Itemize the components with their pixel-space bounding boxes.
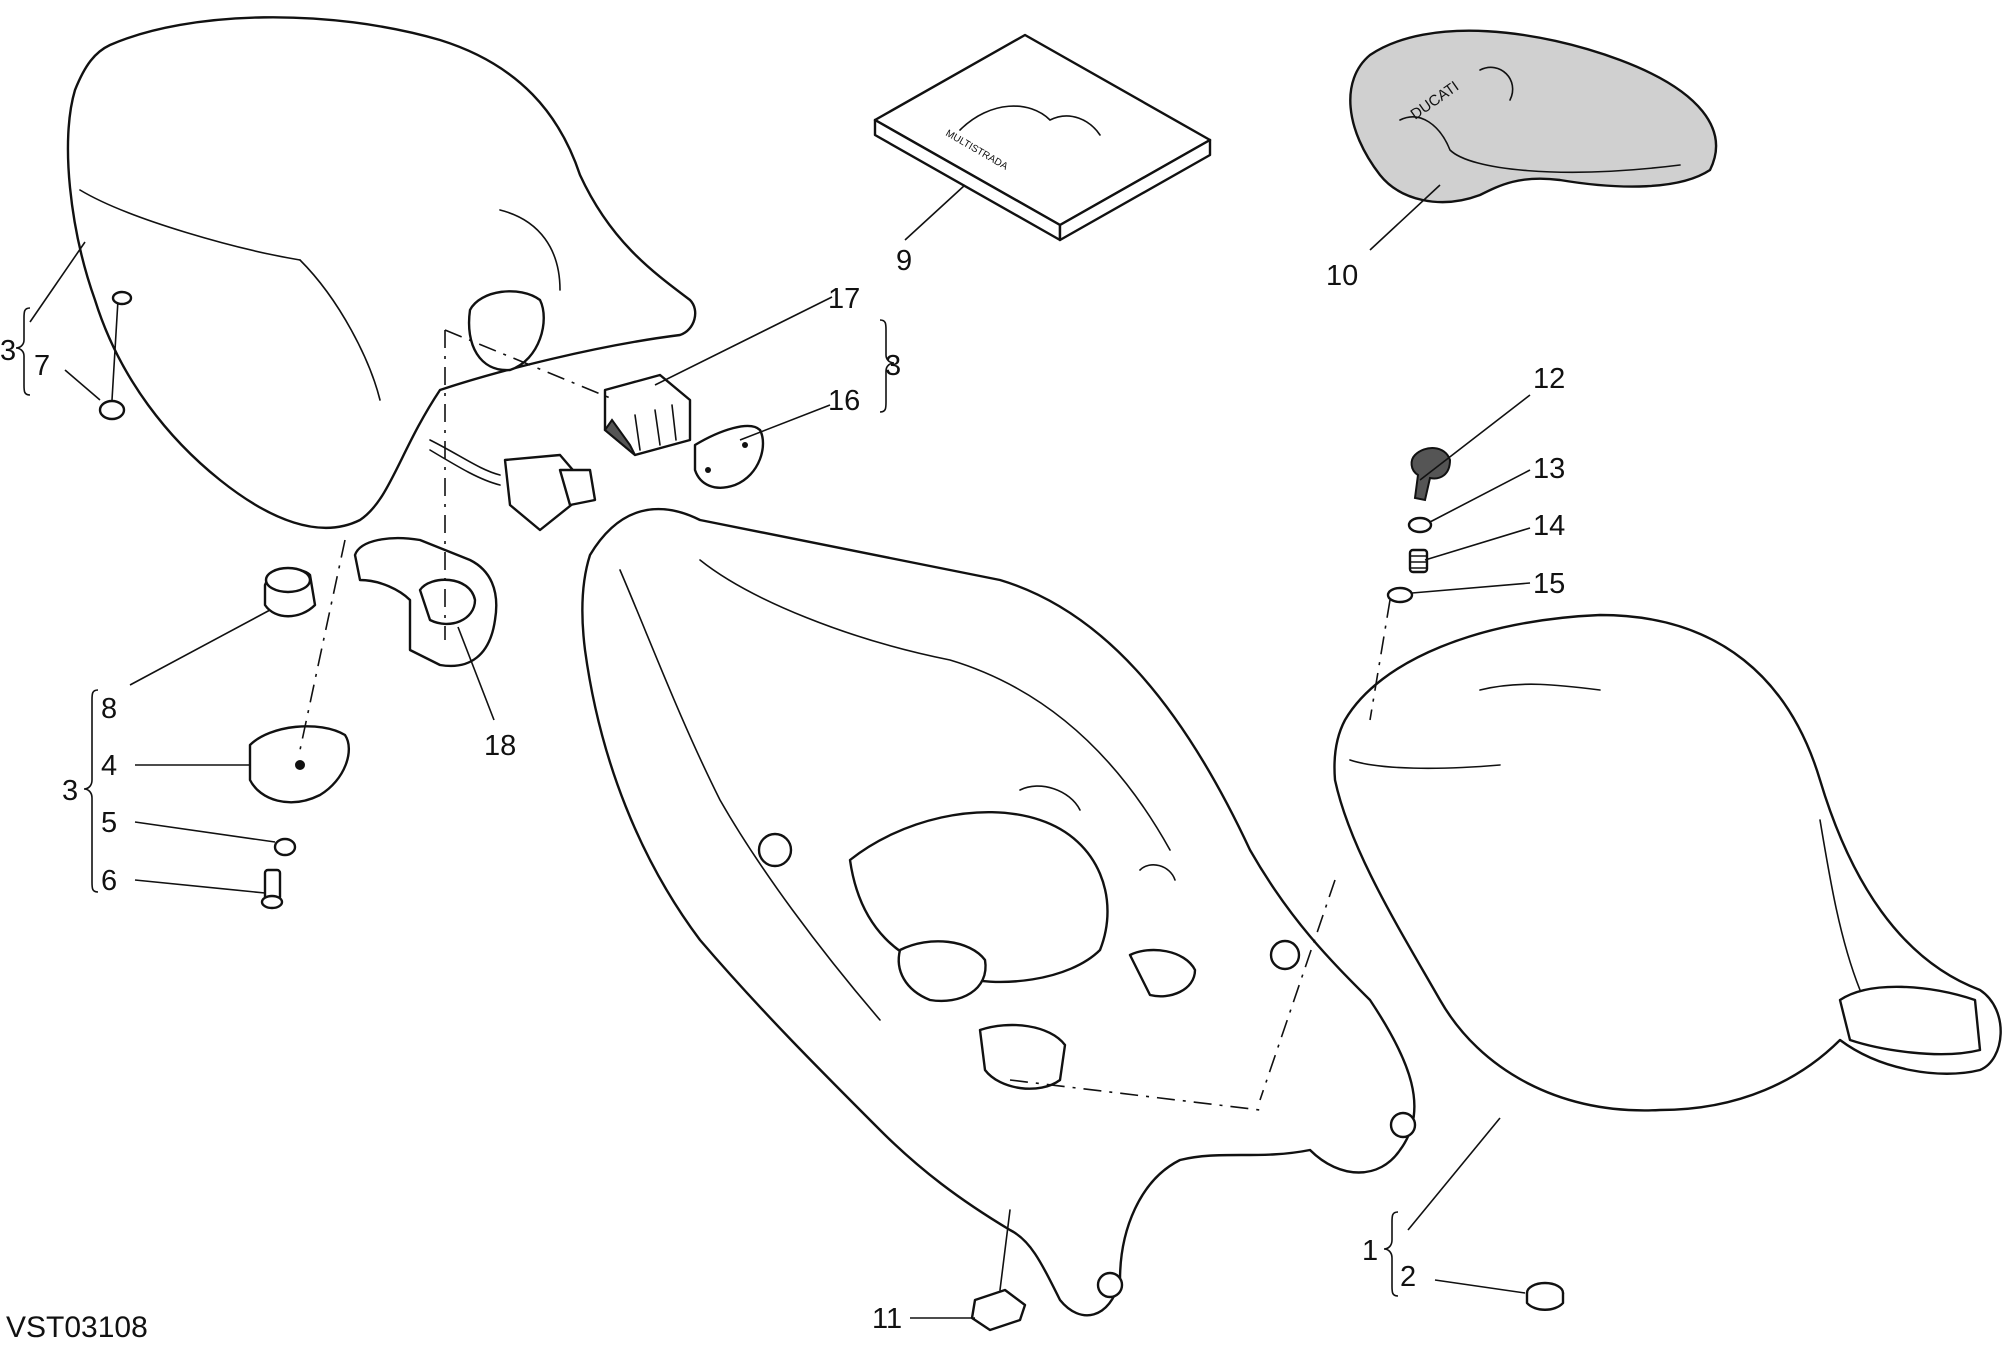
part-1-rider-seat xyxy=(1333,613,2002,1112)
part-2-plug xyxy=(1525,1281,1565,1311)
part-15-washer xyxy=(1386,586,1414,604)
assembly-lines xyxy=(299,329,1391,1111)
label-2: 2 xyxy=(1400,1261,1416,1293)
label-1: 1 xyxy=(1362,1235,1378,1267)
lock-key-stack xyxy=(1386,447,1452,604)
label-9: 9 xyxy=(896,245,912,277)
part-8-rubber-bumper xyxy=(263,566,317,618)
label-7: 7 xyxy=(34,350,50,382)
label-17: 17 xyxy=(828,283,860,315)
part-12-key xyxy=(1410,447,1452,502)
label-12: 12 xyxy=(1533,363,1565,395)
part-7-screw xyxy=(98,290,133,421)
braces xyxy=(15,307,1399,1297)
wiring-connector xyxy=(429,439,597,532)
label-3-top-right: 3 xyxy=(885,350,901,382)
label-4: 4 xyxy=(101,750,117,782)
part-10-seat-cover: DUCATI xyxy=(1349,29,1718,204)
part-16-cap xyxy=(693,424,765,489)
reference-labels: 3 7 9 10 17 3 16 18 8 4 3 5 6 11 12 13 1… xyxy=(0,245,1565,1335)
part-9-owner-manual: MULTISTRADA xyxy=(873,33,1212,242)
label-8: 8 xyxy=(101,693,117,725)
part-18-bracket xyxy=(353,536,498,668)
label-14: 14 xyxy=(1533,510,1565,542)
label-13: 13 xyxy=(1533,453,1565,485)
drawing-code: VST03108 xyxy=(6,1311,148,1343)
label-6: 6 xyxy=(101,865,117,897)
label-15: 15 xyxy=(1533,568,1565,600)
label-18: 18 xyxy=(484,730,516,762)
seat-frame xyxy=(581,507,1417,1317)
label-3-top-left: 3 xyxy=(0,335,16,367)
part-6-screw xyxy=(260,868,284,910)
part-11-clip xyxy=(970,1209,1027,1332)
label-5: 5 xyxy=(101,807,117,839)
leader-lines xyxy=(29,184,1531,1319)
label-16: 16 xyxy=(828,385,860,417)
label-10: 10 xyxy=(1326,260,1358,292)
part-5-nut xyxy=(273,837,297,857)
label-11: 11 xyxy=(872,1303,902,1335)
label-3-left: 3 xyxy=(62,775,78,807)
passenger-seat xyxy=(66,16,697,529)
part-4-plate xyxy=(248,725,350,804)
part-13-washer xyxy=(1407,516,1433,534)
part-17-switch xyxy=(603,373,692,457)
